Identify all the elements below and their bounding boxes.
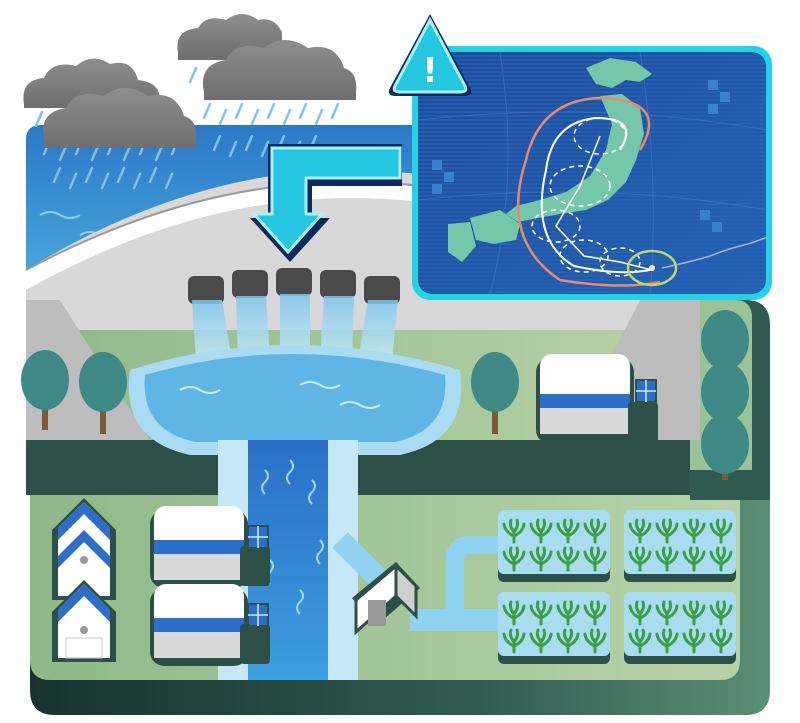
seedling-icon	[529, 628, 553, 654]
seedling-icon	[502, 628, 526, 654]
seedling-icon	[529, 546, 553, 572]
seedling-icon	[628, 518, 652, 544]
seedling-icon	[682, 546, 706, 572]
seedling-icon	[709, 628, 733, 654]
spillway-gate	[188, 276, 224, 304]
warning-exclamation: !	[422, 51, 438, 91]
seedling-icon	[628, 628, 652, 654]
seedling-icon	[529, 518, 553, 544]
seedling-icon	[502, 546, 526, 572]
house-icon	[52, 580, 116, 662]
rain-cloud-icon	[23, 58, 197, 190]
typhoon-forecast-cone	[516, 96, 661, 287]
seedling-icon	[556, 546, 580, 572]
seedling-icon	[655, 518, 679, 544]
water-gate-icon	[352, 562, 420, 636]
rice-field	[624, 592, 736, 664]
map-pixel-decor	[432, 80, 730, 232]
rain-clouds	[23, 14, 357, 190]
trees	[21, 310, 749, 480]
solar-panel-icon	[247, 525, 269, 549]
down-arrow-icon	[250, 144, 402, 262]
warning-icon: !	[388, 14, 472, 96]
seedling-icon	[628, 600, 652, 626]
power-station	[536, 354, 658, 444]
seedling-icon	[655, 546, 679, 572]
seedling-icon	[709, 546, 733, 572]
solar-panel-icon	[247, 603, 269, 627]
seedling-icon	[709, 600, 733, 626]
spillway-gate	[320, 270, 356, 298]
rice-fields	[498, 510, 736, 664]
spillway-water	[192, 294, 398, 360]
seedling-icon	[655, 628, 679, 654]
seedling-icon	[583, 518, 607, 544]
houses	[52, 498, 116, 662]
seedling-icon	[682, 600, 706, 626]
seedling-icon	[655, 600, 679, 626]
seedling-icon	[502, 600, 526, 626]
solar-panel-icon	[635, 379, 657, 403]
seedling-icon	[583, 546, 607, 572]
seedling-icon	[556, 518, 580, 544]
past-track-line	[661, 235, 766, 269]
typhoon-map-panel	[412, 46, 772, 300]
seedling-icon	[628, 546, 652, 572]
rice-field	[498, 510, 610, 582]
seedling-icon	[556, 628, 580, 654]
typhoon-eye	[626, 249, 678, 287]
seedling-icon	[502, 518, 526, 544]
seedling-icon	[583, 628, 607, 654]
tree	[471, 352, 519, 434]
power-station	[150, 506, 270, 588]
spillway-gates	[188, 268, 400, 304]
spillway-gate	[364, 276, 400, 304]
rice-field	[624, 510, 736, 582]
spillway-gate	[276, 268, 312, 296]
seedling-icon	[709, 518, 733, 544]
seedling-icon	[529, 600, 553, 626]
power-station	[150, 584, 270, 666]
plunge-pool	[128, 345, 462, 455]
spillway-gate	[232, 270, 268, 298]
seedling-icon	[682, 518, 706, 544]
tree	[79, 352, 127, 434]
seedlings	[502, 518, 733, 654]
seedling-icon	[682, 628, 706, 654]
house-icon	[52, 498, 116, 600]
rice-field	[498, 592, 610, 664]
seedling-icon	[556, 600, 580, 626]
seedling-icon	[583, 600, 607, 626]
tree	[701, 310, 749, 480]
rain-cloud-icon	[177, 14, 357, 158]
tree	[21, 350, 69, 430]
power-stations	[150, 354, 658, 666]
